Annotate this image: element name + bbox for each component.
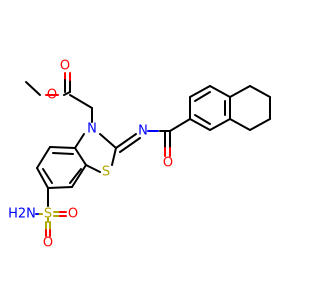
- ester-carbonyl-oxygen-label: O: [60, 59, 70, 74]
- thiazole-sulfur-label: S: [102, 165, 110, 180]
- amide-oxygen-label: O: [163, 156, 173, 171]
- sulfonyl-oxygen-bottom-label: O: [43, 236, 53, 251]
- tetralin-aromatic-bonds: [189, 85, 231, 131]
- methyl-ester-bonds: [25, 72, 93, 123]
- sulfonamide-nitrogen-label: H2N: [8, 207, 36, 222]
- atom-labels: O O N N S O S O O H2N: [8, 59, 173, 251]
- sulfonyl-sulfur-label: S: [44, 207, 52, 222]
- benzothiazole-bonds: [36, 133, 141, 189]
- ester-ether-oxygen-label: O: [47, 88, 57, 103]
- sulfonamide-bonds: [35, 187, 67, 237]
- molecule-structure: O O N N S O S O O H2N: [8, 59, 271, 251]
- amide-bonds: [147, 118, 191, 157]
- ring-nitrogen-label: N: [87, 122, 97, 137]
- imine-nitrogen-label: N: [138, 124, 148, 139]
- sulfonyl-oxygen-right-label: O: [68, 207, 78, 222]
- tetralin-saturated-bonds: [229, 85, 271, 131]
- molecule-canvas: O O N N S O S O O H2N: [8, 59, 271, 251]
